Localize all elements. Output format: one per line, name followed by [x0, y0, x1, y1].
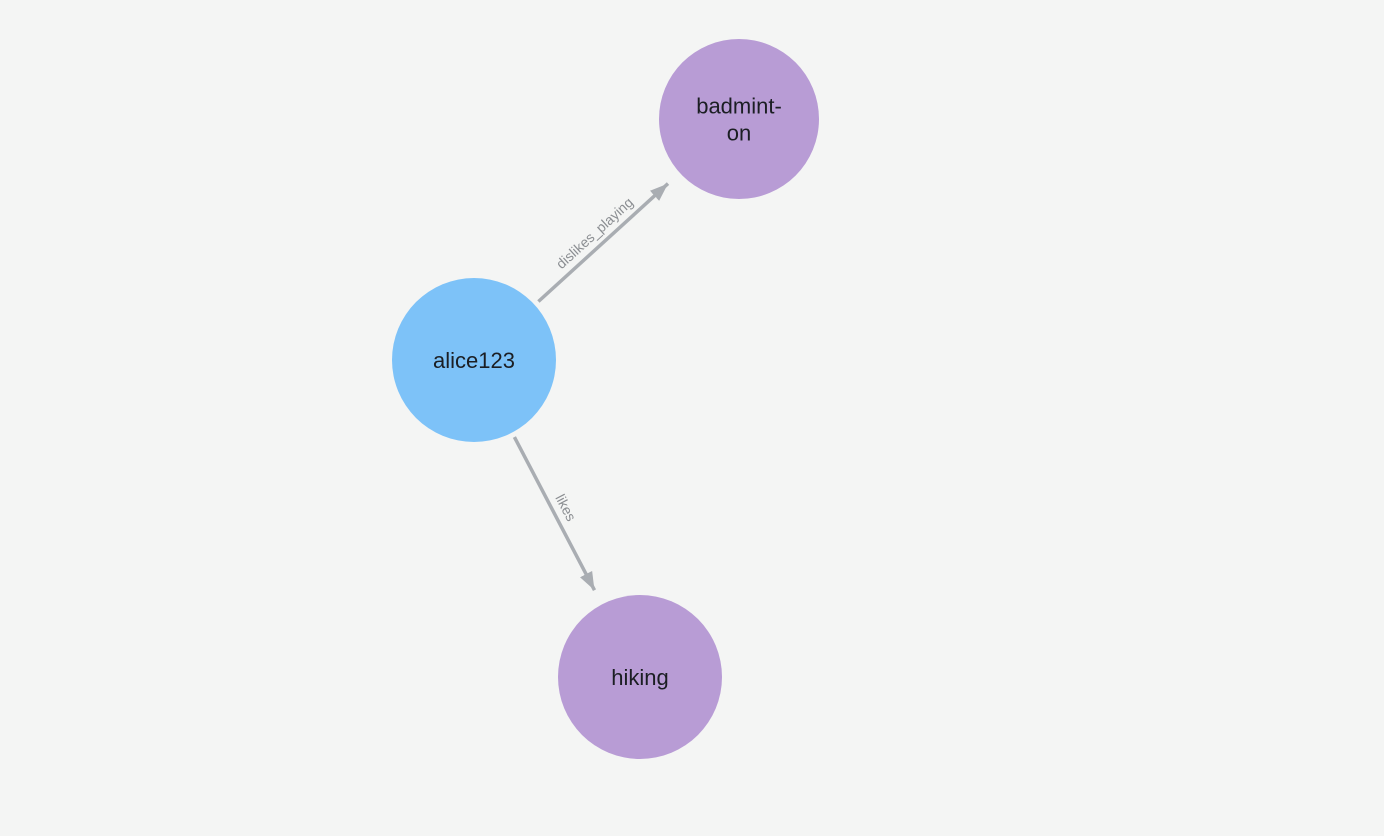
edge-dislikes_playing: dislikes_playing — [537, 182, 670, 303]
node-hiking: hiking — [558, 595, 722, 759]
node-badminton: badmint-on — [659, 39, 819, 199]
edge-label[interactable]: dislikes_playing — [553, 194, 636, 272]
node-circle-hiking[interactable] — [558, 595, 722, 759]
node-circle-badminton[interactable] — [659, 39, 819, 199]
edge-likes: likes — [512, 436, 597, 592]
edge-line-dislikes_playing[interactable] — [537, 182, 670, 303]
edge-line-likes[interactable] — [512, 436, 597, 592]
node-circle-alice123[interactable] — [392, 278, 556, 442]
node-alice123: alice123 — [392, 278, 556, 442]
